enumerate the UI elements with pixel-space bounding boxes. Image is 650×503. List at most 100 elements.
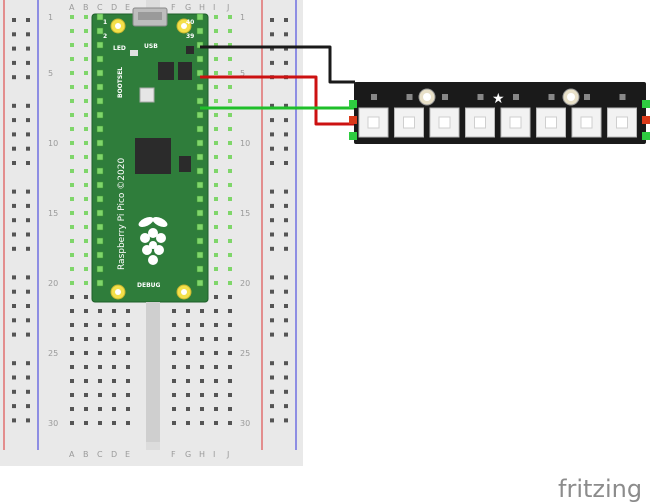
breadboard-hole: [70, 421, 74, 425]
rail-hole: [12, 118, 16, 123]
breadboard-hole: [98, 393, 102, 397]
breadboard-hole: [200, 393, 204, 397]
breadboard-hole: [214, 183, 218, 187]
pico-pin: [96, 125, 104, 133]
pico-pin: [96, 265, 104, 273]
column-letter-bottom: F: [171, 450, 176, 459]
breadboard-hole: [98, 421, 102, 425]
breadboard-hole: [84, 71, 88, 75]
rail-hole: [26, 289, 30, 294]
breadboard-hole: [70, 29, 74, 33]
rail-hole: [284, 161, 288, 165]
breadboard-hole: [200, 365, 204, 369]
rail-hole: [12, 304, 16, 308]
column-letter-bottom: C: [97, 450, 103, 459]
breadboard-hole: [228, 57, 232, 61]
row-number-right: 30: [240, 419, 250, 428]
rail-hole: [270, 161, 274, 165]
column-letter-bottom: G: [185, 450, 191, 459]
breadboard-hole: [214, 57, 218, 61]
rail-hole: [270, 18, 274, 22]
neopixel-cap: [619, 94, 626, 100]
rail-hole: [12, 32, 16, 37]
column-letter-bottom: D: [111, 450, 117, 459]
breadboard-hole: [228, 29, 232, 33]
rail-hole: [270, 118, 274, 123]
breadboard-hole: [186, 323, 190, 327]
pico-pin: [196, 27, 204, 35]
breadboard-hole: [84, 225, 88, 229]
breadboard-hole: [70, 323, 74, 327]
neopixel-pad: [642, 116, 650, 124]
breadboard-hole: [70, 99, 74, 103]
fritzing-watermark: fritzing: [558, 475, 642, 503]
breadboard-hole: [84, 183, 88, 187]
rail-hole: [26, 189, 30, 194]
rail-hole: [284, 60, 288, 65]
breadboard-hole: [98, 309, 102, 313]
breadboard-hole: [126, 379, 130, 383]
pico-pin-40-label: 40: [186, 19, 194, 26]
breadboard-hole: [84, 211, 88, 215]
rail-hole: [12, 289, 16, 294]
rp2040-chip: [135, 138, 171, 174]
pico-name-label: Raspberry Pi Pico ©2020: [117, 158, 127, 270]
breadboard-hole: [84, 393, 88, 397]
rail-hole: [26, 103, 30, 108]
breadboard-hole: [214, 113, 218, 117]
breadboard-hole: [84, 295, 88, 299]
breadboard-hole: [112, 393, 116, 397]
neopixel-stick: ★: [349, 82, 650, 144]
rail-hole: [26, 246, 30, 251]
breadboard-hole: [214, 393, 218, 397]
row-number-right: 25: [240, 349, 250, 358]
breadboard-hole: [70, 337, 74, 341]
breadboard-hole: [70, 225, 74, 229]
rail-hole: [270, 132, 274, 137]
pico-pin: [96, 251, 104, 259]
breadboard-hole: [228, 211, 232, 215]
pico-pin: [196, 167, 204, 175]
breadboard-hole: [228, 351, 232, 355]
rail-hole: [12, 203, 16, 208]
rail-hole: [26, 132, 30, 137]
breadboard-hole: [228, 309, 232, 313]
row-number-right: 15: [240, 209, 250, 218]
neopixel-cap: [477, 94, 484, 100]
breadboard-hole: [126, 421, 130, 425]
column-letter-top: F: [171, 3, 176, 12]
row-number-left: 25: [48, 349, 58, 358]
rail-hole: [284, 404, 288, 409]
rail-hole: [284, 46, 288, 51]
pico-pin: [196, 125, 204, 133]
breadboard-hole: [200, 421, 204, 425]
rail-hole: [284, 332, 288, 337]
breadboard-hole: [70, 295, 74, 299]
breadboard-hole: [84, 57, 88, 61]
pico-pin: [96, 223, 104, 231]
neopixel-pad: [642, 132, 650, 140]
column-letter-top: D: [111, 3, 117, 12]
breadboard-hole: [84, 99, 88, 103]
rail-hole: [270, 332, 274, 337]
breadboard-hole: [84, 127, 88, 131]
rail-hole: [26, 60, 30, 65]
breadboard-hole: [70, 379, 74, 383]
breadboard-hole: [214, 29, 218, 33]
breadboard-hole: [84, 309, 88, 313]
bootsel-button[interactable]: [139, 87, 155, 103]
breadboard-hole: [228, 421, 232, 425]
pico-pin: [96, 111, 104, 119]
row-number-right: 5: [240, 69, 245, 78]
rail-hole: [26, 203, 30, 208]
row-number-left: 10: [48, 139, 58, 148]
wire-black: [200, 45, 355, 84]
rail-hole: [12, 389, 16, 394]
breadboard-hole: [228, 253, 232, 257]
breadboard-hole: [214, 169, 218, 173]
row-number-left: 20: [48, 279, 58, 288]
column-letter-top: J: [226, 3, 229, 12]
neopixel-cap: [513, 94, 519, 100]
rail-hole: [270, 189, 274, 194]
breadboard-hole: [214, 211, 218, 215]
